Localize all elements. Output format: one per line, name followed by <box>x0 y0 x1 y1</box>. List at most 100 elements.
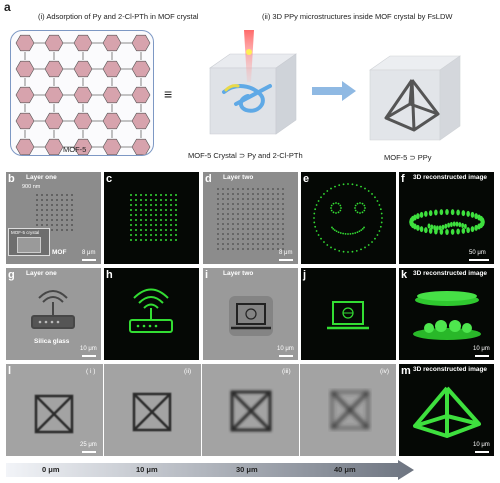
lattice-node <box>44 112 64 130</box>
grid-dot <box>227 198 229 200</box>
smiley-dot <box>354 204 357 207</box>
recon-dot <box>444 223 448 229</box>
grid-dot <box>145 209 147 211</box>
smiley-dot <box>347 183 349 185</box>
grid-dot <box>135 239 137 241</box>
smiley-dot <box>354 232 357 234</box>
grid-dot <box>155 214 157 216</box>
grid-dot <box>277 228 279 230</box>
lattice-node <box>44 86 64 104</box>
recon-dot <box>434 209 438 216</box>
grid-dot <box>257 218 259 220</box>
grid-dot <box>170 194 172 196</box>
grid-dot <box>61 204 63 206</box>
grid-dot <box>66 229 68 231</box>
grid-dot <box>130 204 132 206</box>
smiley-dot <box>339 209 342 212</box>
grid-dot <box>135 204 137 206</box>
grid-dot <box>160 214 162 216</box>
panel-f-label: f <box>401 173 405 185</box>
grid-dot <box>160 194 162 196</box>
smiley-dot <box>354 207 356 209</box>
grid-dot <box>155 224 157 226</box>
grid-dot <box>160 224 162 226</box>
grid-dot <box>262 233 264 235</box>
grid-dot <box>242 213 244 215</box>
grid-dot <box>262 228 264 230</box>
grid-dot <box>51 214 53 216</box>
scalebar-l <box>82 451 96 453</box>
grid-dot <box>165 239 167 241</box>
grid-dot <box>170 234 172 236</box>
grid-dot <box>41 224 43 226</box>
grid-dot <box>277 233 279 235</box>
grid-dot <box>232 233 234 235</box>
lattice-node <box>131 60 151 78</box>
grid-dot <box>36 209 38 211</box>
lattice-node <box>15 34 35 52</box>
panel-b-label: b <box>8 173 15 185</box>
grid-dot <box>247 238 249 240</box>
grid-dot <box>140 229 142 231</box>
depth-sub-iv: (iv) <box>380 368 390 375</box>
grid-dot <box>232 243 234 245</box>
mof-crystal-inset: MOF-5 crystal <box>8 228 50 256</box>
grid-dot <box>252 218 254 220</box>
grid-dot <box>247 218 249 220</box>
panel-h-label: h <box>106 269 113 281</box>
panel-g-title: Layer one <box>26 270 57 277</box>
grid-dot <box>66 204 68 206</box>
scale-label-d: 8 μm <box>279 250 293 256</box>
smiley-dot <box>313 212 316 215</box>
smiley-dot <box>374 196 376 199</box>
grid-dot <box>267 193 269 195</box>
grid-dot <box>140 209 142 211</box>
recon-dot <box>433 225 436 231</box>
inset-label: MOF-5 crystal <box>11 230 40 235</box>
grid-dot <box>232 223 234 225</box>
smiley-dot <box>314 208 317 211</box>
grid-dot <box>262 213 264 215</box>
grid-dot <box>252 188 254 190</box>
smiley-dot <box>338 249 341 252</box>
smiley-dot <box>334 248 336 251</box>
grid-dot <box>257 228 259 230</box>
recon-dot <box>464 223 467 229</box>
scalebar-f <box>469 259 489 261</box>
grid-dot <box>140 194 142 196</box>
grid-dot <box>227 218 229 220</box>
scalebar-d <box>279 259 293 261</box>
smiley-dot <box>349 232 352 235</box>
lattice-node <box>15 86 35 104</box>
grid-dot <box>217 248 219 250</box>
smiley-dot <box>379 225 382 228</box>
grid-dot <box>135 209 137 211</box>
3d-smiley-reconstruction <box>409 209 485 235</box>
grid-dot <box>130 209 132 211</box>
grid-dot <box>175 209 177 211</box>
recon-dot <box>439 228 444 235</box>
recon-dot <box>456 209 460 216</box>
recon-dot <box>424 210 428 217</box>
grid-dot <box>252 223 254 225</box>
grid-dot <box>247 193 249 195</box>
grid-dot <box>277 208 279 210</box>
smiley-dot <box>323 193 325 195</box>
panel-e <box>301 172 396 264</box>
divider <box>201 364 202 456</box>
grid-dot <box>175 204 177 206</box>
panel-k-title: 3D reconstructed image <box>413 270 488 277</box>
grid-dot <box>66 214 68 216</box>
grid-dot <box>257 233 259 235</box>
recon-dot <box>470 226 475 233</box>
grid-dot <box>150 234 152 236</box>
grid-dot <box>150 194 152 196</box>
grid-dot <box>257 203 259 205</box>
grid-dot <box>130 229 132 231</box>
process-arrow-icon <box>312 81 356 101</box>
grid-dot <box>165 204 167 206</box>
smiley-face-dots <box>313 183 383 253</box>
recon-dot <box>466 227 470 234</box>
depth-sub-i: ( i ) <box>86 368 96 375</box>
grid-dot <box>262 203 264 205</box>
